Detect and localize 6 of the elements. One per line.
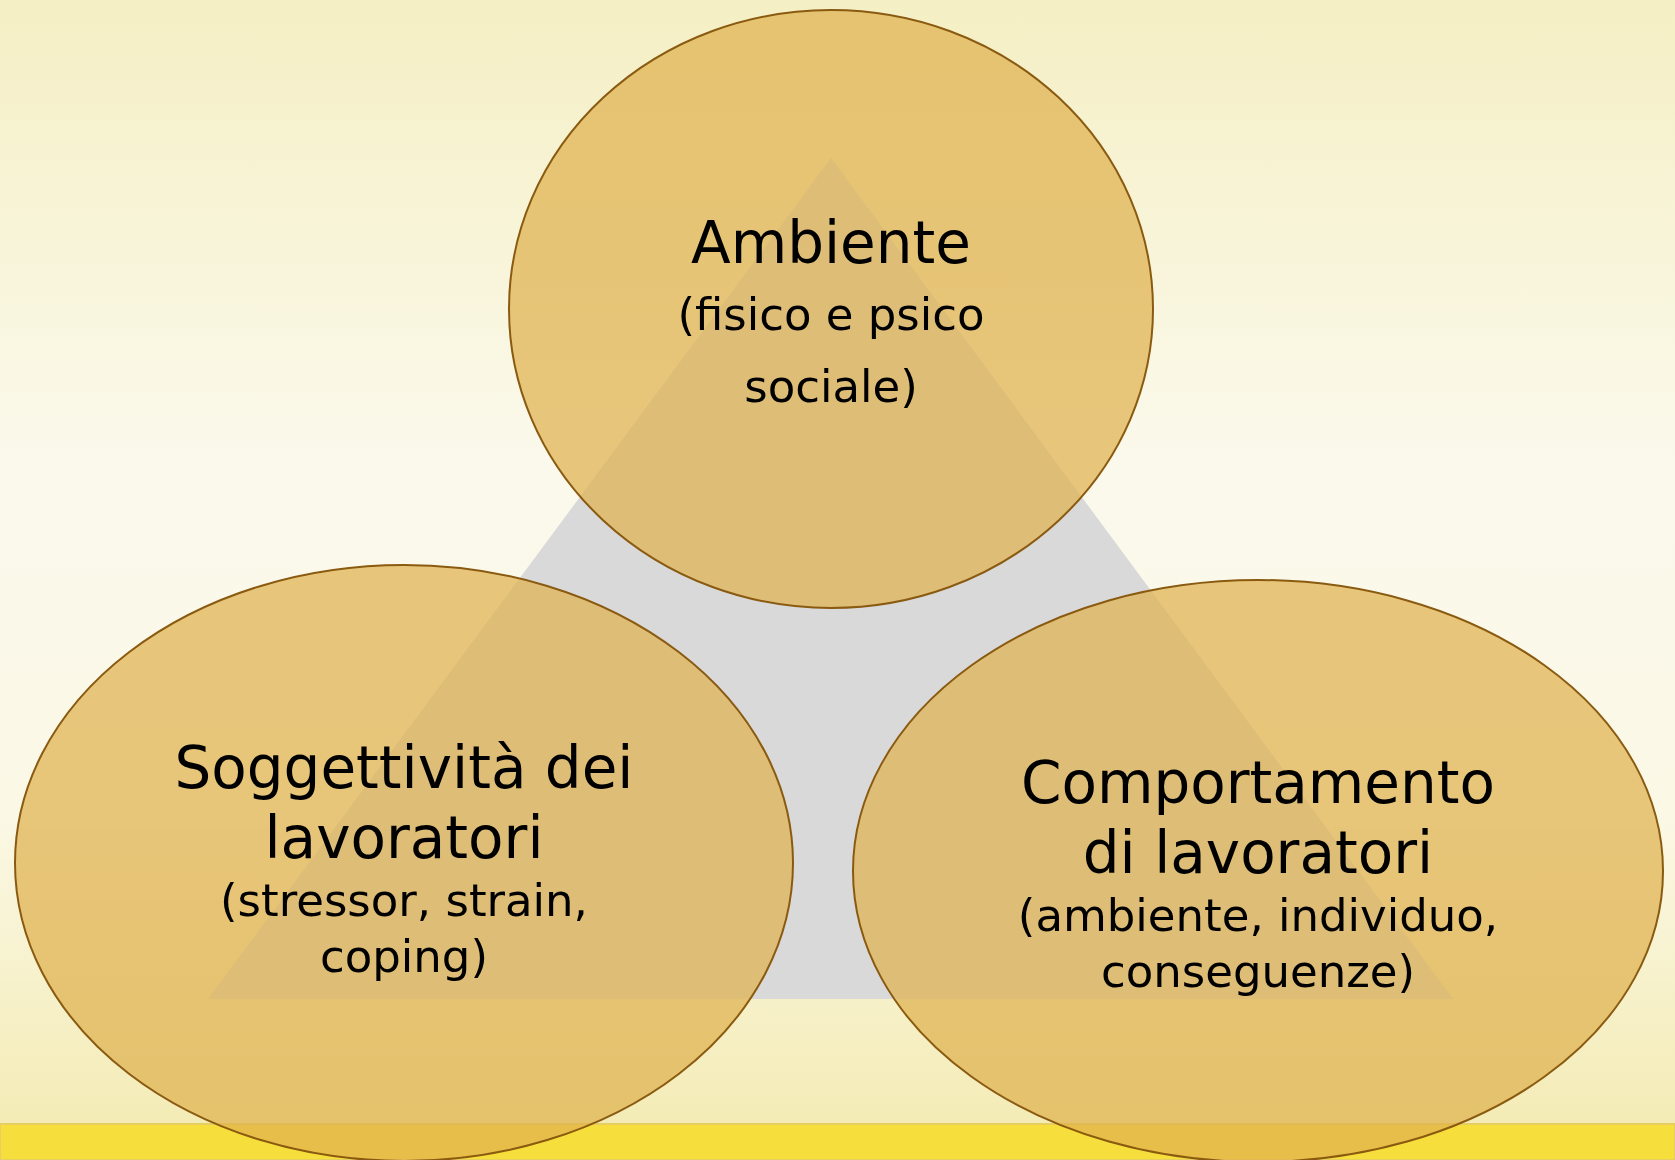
ellipse-heading: Comportamento di lavoratori bbox=[1019, 749, 1497, 889]
ellipse-description: (ambiente, individuo, conseguenze) bbox=[1016, 888, 1500, 1001]
ellipse-heading: Ambiente bbox=[690, 209, 972, 279]
ellipse-heading: Soggettività dei lavoratori bbox=[173, 734, 635, 874]
ellipse-description: (stressor, strain, coping) bbox=[219, 873, 589, 986]
ellipse-description: (fisico e psico sociale) bbox=[676, 286, 986, 415]
